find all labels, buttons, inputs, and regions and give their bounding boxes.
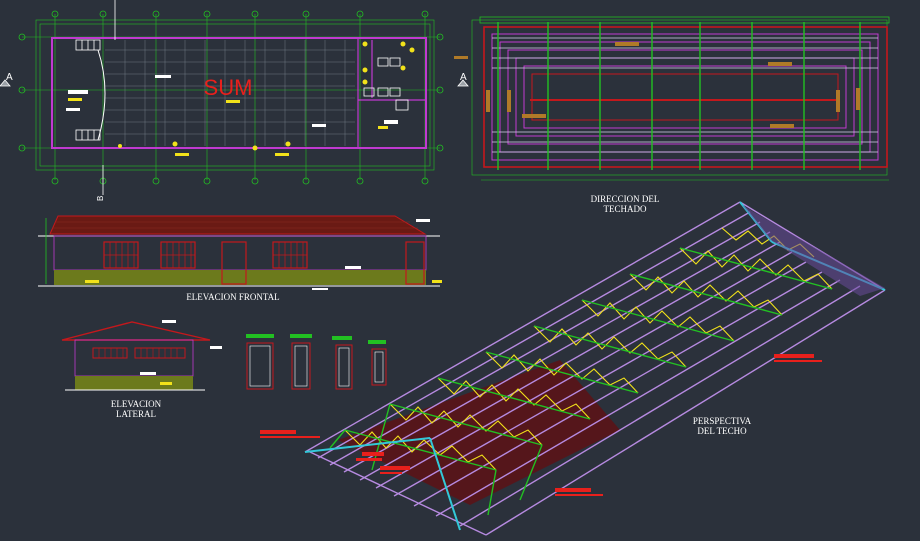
roof-direction-label-line1: DIRECCION DEL: [591, 194, 660, 204]
roof-direction-label-line2: TECHADO: [604, 204, 647, 214]
roof-perspective-label-line2: DEL TECHO: [697, 426, 747, 436]
roof-perspective: [260, 201, 886, 536]
section-mark-b: B: [96, 196, 105, 201]
room-label-sum: SUM: [204, 75, 253, 100]
front-elevation: [38, 215, 442, 290]
side-elevation-label-line2: LATERAL: [116, 409, 156, 419]
section-mark-a-right: A: [460, 72, 467, 83]
roof-plan: [454, 16, 890, 181]
roof-perspective-label-line1: PERSPECTIVA: [693, 416, 752, 426]
side-elevation-label-line1: ELEVACION: [111, 399, 162, 409]
floor-plan: [0, 0, 469, 195]
front-elevation-label: ELEVACION FRONTAL: [186, 292, 279, 302]
section-mark-a-left: A: [6, 72, 13, 83]
side-elevation: [61, 320, 222, 391]
door-details: [246, 334, 387, 390]
